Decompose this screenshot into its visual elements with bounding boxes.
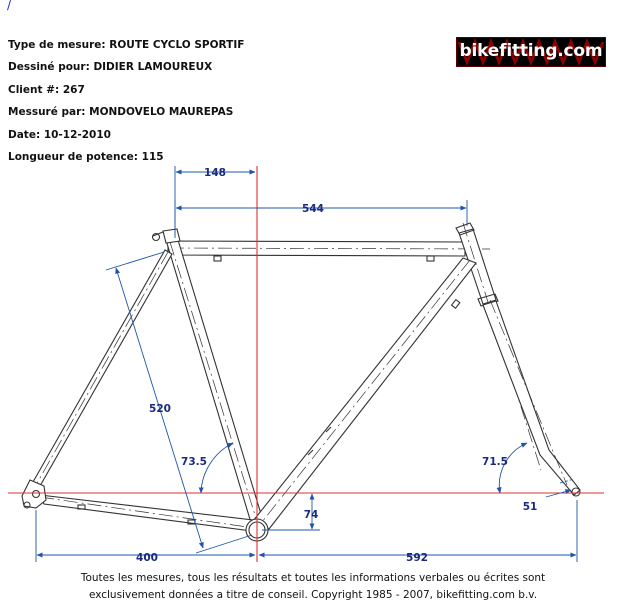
logo-text: bikefitting.com xyxy=(459,41,603,61)
info-drawn-for-value: DIDIER LAMOUREUX xyxy=(93,61,213,74)
info-date-value: 10-12-2010 xyxy=(43,128,111,141)
rear-dropout xyxy=(21,479,47,509)
dim-head-angle: 71.5 xyxy=(482,456,508,468)
info-measured-by: Messuré par: MONDOVELO MAUREPAS xyxy=(8,101,244,123)
info-stem-label: Longueur de potence: xyxy=(8,151,138,164)
info-client-value: 267 xyxy=(62,83,85,96)
seat-tube xyxy=(165,239,265,529)
dim-top-tube: 544 xyxy=(302,203,324,215)
info-date: Date: 10-12-2010 xyxy=(8,124,244,146)
info-stem: Longueur de potence: 115 xyxy=(8,146,244,168)
info-stem-value: 115 xyxy=(141,151,164,164)
dim-seat-tube: 520 xyxy=(149,403,171,415)
dim-front-center: 592 xyxy=(406,552,428,564)
dimension-labels: 148 544 520 73.5 71.5 51 74 400 592 xyxy=(136,167,537,564)
dim-bb-drop: 74 xyxy=(304,509,319,521)
info-client-label: Client #: xyxy=(8,83,60,96)
footer-line-1: Toutes les mesures, tous les résultats e… xyxy=(80,572,546,584)
dimension-lines xyxy=(35,166,578,562)
logo-watermark-pattern xyxy=(457,38,605,66)
seat-clamp xyxy=(151,228,181,244)
info-date-label: Date: xyxy=(8,128,41,141)
chain-stays xyxy=(39,494,255,532)
down-tube xyxy=(252,257,477,530)
bikefitting-logo: bikefitting.com xyxy=(456,37,606,67)
measurement-info: Type de mesure: ROUTE CYCLO SPORTIF Dess… xyxy=(8,34,244,168)
dim-setback: 148 xyxy=(204,167,226,179)
info-type-label: Type de mesure: xyxy=(8,39,106,51)
footer-line-2: exclusivement données a titre de conseil… xyxy=(88,589,538,601)
info-drawn-for: Dessiné pour: DIDIER LAMOUREUX xyxy=(8,56,244,78)
dim-seat-angle: 73.5 xyxy=(181,456,207,468)
info-client: Client #: 267 xyxy=(8,79,244,101)
info-type: Type de mesure: ROUTE CYCLO SPORTIF xyxy=(8,34,244,56)
info-type-value: ROUTE CYCLO SPORTIF xyxy=(109,39,245,51)
dim-chainstay: 400 xyxy=(136,552,158,564)
corner-mark: / xyxy=(7,0,12,12)
seat-stays xyxy=(32,249,173,487)
fork xyxy=(482,299,581,497)
info-drawn-for-label: Dessiné pour: xyxy=(8,61,90,74)
info-measured-by-value: MONDOVELO MAUREPAS xyxy=(89,106,234,119)
dim-fork-offset: 51 xyxy=(523,501,538,513)
info-measured-by-label: Messuré par: xyxy=(8,106,86,119)
top-tube xyxy=(167,240,491,262)
disclaimer-footer: Toutes les mesures, tous les résultats e… xyxy=(0,570,626,604)
